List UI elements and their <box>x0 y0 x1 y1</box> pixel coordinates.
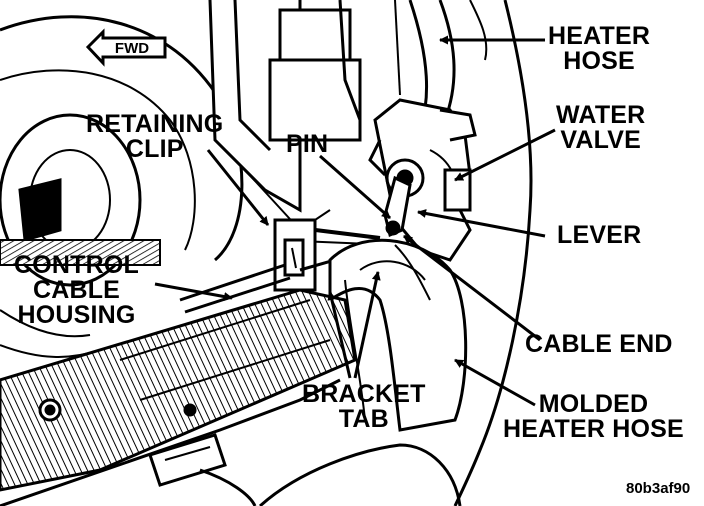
label-cable-end: CABLE END <box>525 330 673 358</box>
figure-reference: 80b3af90 <box>626 480 691 497</box>
label-heater-hose: HEATER HOSE <box>548 22 651 75</box>
leader-water-valve <box>454 128 556 182</box>
label-control-cable-housing: CONTROL CABLE HOUSING <box>14 251 139 329</box>
leader-lever <box>417 209 546 238</box>
valve-lever <box>383 175 412 238</box>
leader-bracket-tab-2 <box>353 271 381 379</box>
label-bracket-tab: BRACKET TAB <box>302 380 426 433</box>
fwd-label: FWD <box>115 40 149 57</box>
blower-housing <box>0 15 244 358</box>
leader-lines <box>154 35 556 407</box>
hose-clamp <box>148 433 462 506</box>
leader-molded-heater-hose <box>454 358 536 407</box>
water-valve <box>368 98 477 262</box>
label-molded-heater-hose: MOLDED HEATER HOSE <box>503 390 684 443</box>
label-lever: LEVER <box>557 221 642 249</box>
label-water-valve: WATER VALVE <box>556 101 646 154</box>
leader-pin <box>319 154 391 220</box>
lower-duct <box>0 288 357 506</box>
leader-control-cable-housing <box>154 282 233 301</box>
heater-hose-shape <box>438 0 533 506</box>
label-retaining-clip: RETAINING CLIP <box>86 110 224 163</box>
label-pin: PIN <box>286 130 329 158</box>
control-cable <box>179 218 396 314</box>
leader-cable-end <box>403 234 541 342</box>
fwd-arrow-icon: FWD <box>85 28 167 67</box>
upper-bracket <box>208 0 429 232</box>
leader-bracket-tab-1 <box>327 291 352 379</box>
leader-retaining-clip <box>206 149 270 226</box>
